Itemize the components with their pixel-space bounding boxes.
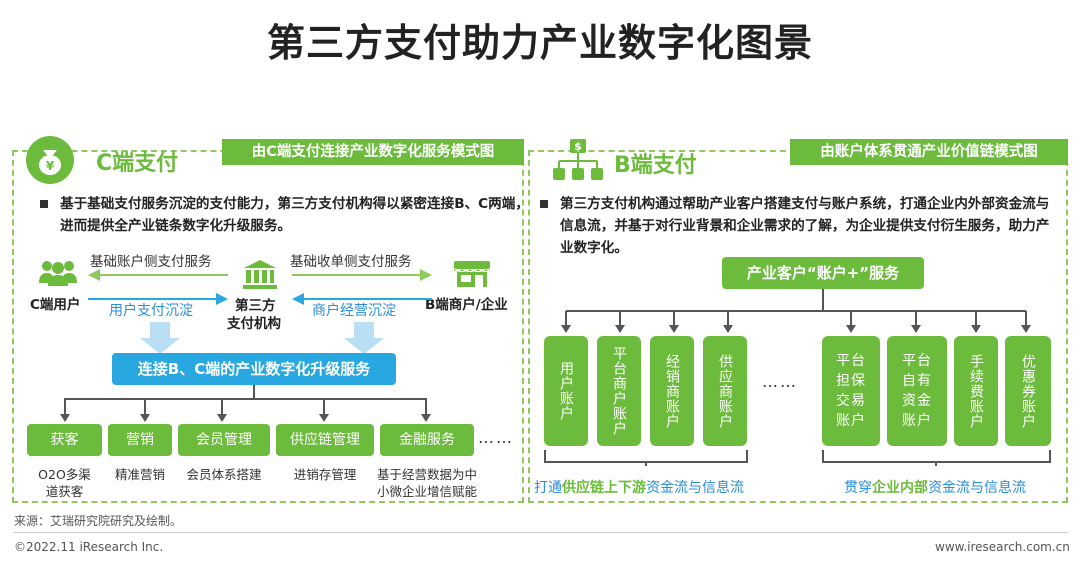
service-finance: 金融服务 (380, 424, 474, 456)
service-supply-chain: 供应链管理 (276, 424, 374, 456)
tree-horizontal-left (64, 398, 426, 400)
accounts-ellipsis: …… (762, 372, 798, 391)
bracket-left (544, 450, 754, 470)
money-bag-icon: ¥ (26, 136, 74, 184)
tree-vertical-left (253, 385, 255, 399)
bottom-right-arrow-label: 商户经营沉淀 (312, 303, 396, 319)
bottom-left-arrow-label: 用户支付沉淀 (109, 303, 193, 319)
right-bullet: 第三方支付机构通过帮助产业客户搭建支付与账户系统，打通企业内外部资金流与信息流，… (540, 193, 1058, 259)
svg-text:$: $ (574, 140, 582, 153)
bank-icon (240, 258, 280, 294)
org-label-2: 支付机构 (227, 316, 281, 332)
flow-internal: 贯穿企业内部资金流与信息流 (844, 480, 1026, 496)
account-user: 用户账户 (544, 336, 588, 446)
service-membership: 会员管理 (178, 424, 270, 456)
bottom-left-arrow (88, 290, 228, 309)
down-arrow-left (140, 322, 180, 358)
account-platform-escrow: 平台担保交易账户 (822, 336, 880, 446)
down-arrow-right (344, 322, 384, 358)
top-right-arrow-label: 基础收单侧支付服务 (290, 254, 412, 270)
account-coupon: 优惠券账户 (1005, 336, 1051, 446)
org-chart-dollar-icon: $ (552, 138, 604, 190)
account-platform-own-funds: 平台自有资金账户 (887, 336, 947, 446)
service-desc-supply-chain: 进销存管理 (293, 467, 357, 482)
service-desc-acquisition: O2O多渠 道获客 (38, 467, 91, 499)
service-desc-finance: 基于经营数据为中 小微企业增信赋能 (376, 467, 477, 499)
top-right-arrow (292, 266, 432, 285)
org-label-1: 第三方 (235, 298, 276, 314)
right-banner: 由账户体系贯通产业价值链模式图 (790, 139, 1068, 165)
bullet-square (40, 200, 48, 208)
service-acquisition: 获客 (27, 424, 102, 456)
account-plus-box: 产业客户“账户+”服务 (722, 257, 924, 289)
source-note: 来源：艾瑞研究院研究及绘制。 (14, 514, 183, 528)
service-desc-membership: 会员体系搭建 (186, 467, 262, 482)
account-platform-merchant: 平台商户账户 (597, 336, 641, 446)
account-fee: 手续费账户 (954, 336, 998, 446)
c-user-label: C端用户 (30, 297, 81, 313)
users-icon (38, 259, 78, 291)
service-marketing: 营销 (108, 424, 172, 456)
tree-arrows-right (530, 289, 1050, 341)
upgrade-service-bar: 连接B、C端的产业数字化升级服务 (112, 353, 396, 385)
service-desc-marketing: 精准营销 (114, 467, 165, 482)
top-left-arrow (88, 266, 228, 285)
merchant-label: B端商户/企业 (425, 297, 508, 313)
flow-supply-chain: 打通供应链上下游资金流与信息流 (534, 480, 744, 496)
bottom-right-arrow (292, 290, 432, 309)
copyright: ©2022.11 iResearch Inc. (14, 540, 164, 554)
right-panel-title: B端支付 (614, 153, 697, 178)
left-bullet-text: 基于基础支付服务沉淀的支付能力，第三方支付机构得以紧密连接B、C两端，进而提供全… (60, 196, 529, 234)
left-panel-title: C端支付 (96, 151, 179, 176)
bracket-right (822, 450, 1054, 470)
page-title: 第三方支付助力产业数字化图景 (266, 21, 813, 65)
left-bullet: 基于基础支付服务沉淀的支付能力，第三方支付机构得以紧密连接B、C两端，进而提供全… (40, 193, 535, 237)
services-ellipsis: …… (478, 428, 514, 447)
footer-divider (14, 532, 1068, 533)
bullet-square (540, 200, 548, 208)
top-left-arrow-label: 基础账户侧支付服务 (90, 254, 212, 270)
store-icon (452, 259, 492, 293)
account-distributor: 经销商账户 (650, 336, 694, 446)
website: www.iresearch.com.cn (935, 540, 1070, 554)
right-bullet-text: 第三方支付机构通过帮助产业客户搭建支付与账户系统，打通企业内外部资金流与信息流，… (560, 196, 1050, 256)
svg-text:¥: ¥ (46, 159, 55, 173)
left-banner: 由C端支付连接产业数字化服务模式图 (222, 139, 524, 165)
account-supplier: 供应商账户 (703, 336, 747, 446)
tree-arrows-left (0, 398, 520, 428)
